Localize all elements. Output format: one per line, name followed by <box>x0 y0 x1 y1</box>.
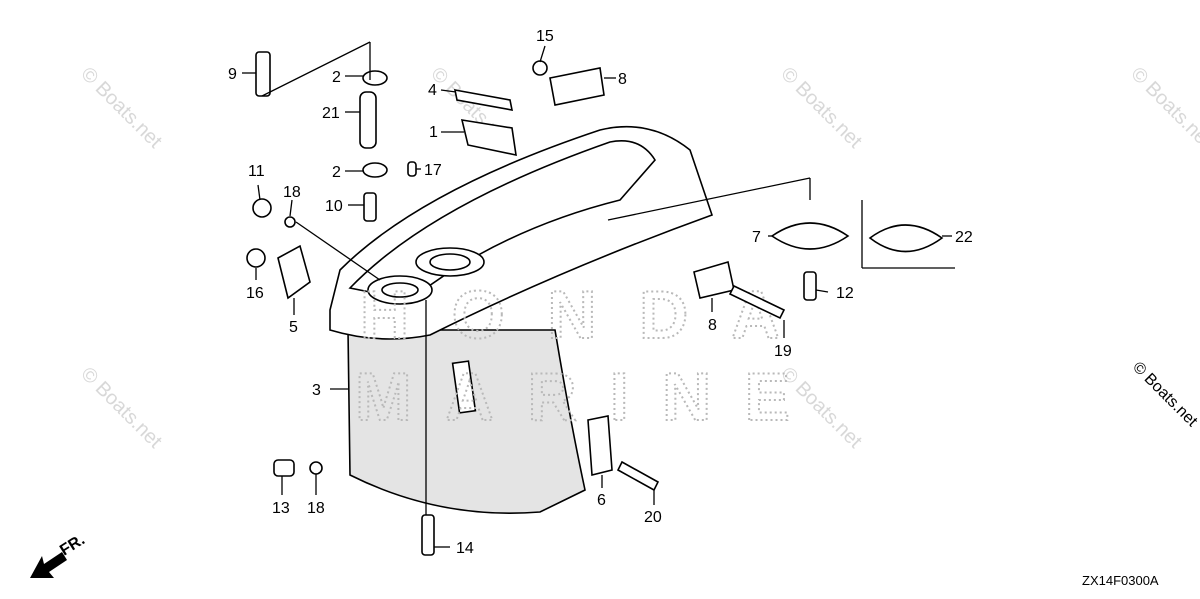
anode-disc <box>868 224 944 253</box>
callout-9: 9 <box>228 66 237 83</box>
long-bolt <box>728 284 786 320</box>
callout-labels: 1 2 2 3 4 5 6 7 8 8 9 10 11 12 13 14 15 … <box>228 28 973 557</box>
callout-19: 19 <box>774 343 792 360</box>
bolt-head <box>252 198 272 218</box>
callout-17: 17 <box>424 162 442 179</box>
callout-1: 1 <box>429 124 438 141</box>
nut <box>532 60 548 76</box>
callout-20: 20 <box>644 509 662 526</box>
callout-5: 5 <box>289 319 298 336</box>
stud-bolt <box>255 51 271 97</box>
callout-18: 18 <box>307 500 325 517</box>
callout-2: 2 <box>332 69 341 86</box>
callout-16: 16 <box>246 285 264 302</box>
gear-case <box>329 125 714 514</box>
arrow-icon <box>30 552 67 578</box>
clamp <box>362 70 388 86</box>
callout-18: 18 <box>283 184 301 201</box>
fitting <box>363 192 377 222</box>
watermark: © Boats.net <box>1126 63 1200 153</box>
front-direction-indicator: FR. <box>30 531 88 578</box>
drain-bolt <box>421 514 435 556</box>
callout-14: 14 <box>456 540 474 557</box>
watermark: © Boats.net <box>76 63 166 153</box>
leader-lines <box>242 41 955 548</box>
watermark-group: © Boats.net © Boats.net © Boats.net © Bo… <box>76 63 1200 453</box>
hose-tube <box>359 91 377 149</box>
callout-12: 12 <box>836 285 854 302</box>
washer <box>309 461 323 475</box>
screw <box>616 460 660 492</box>
anode-block <box>693 260 735 299</box>
callout-15: 15 <box>536 28 554 45</box>
callout-22: 22 <box>955 229 973 246</box>
callout-2: 2 <box>332 164 341 181</box>
callout-4: 4 <box>428 82 437 99</box>
washer <box>284 216 296 228</box>
callout-6: 6 <box>597 492 606 509</box>
watermark: © Boats.net <box>76 363 166 453</box>
watermark: © Boats.net <box>1129 359 1200 431</box>
plug <box>246 248 266 268</box>
callout-10: 10 <box>325 198 343 215</box>
callout-13: 13 <box>272 500 290 517</box>
parts <box>246 51 944 556</box>
clamp <box>362 162 388 178</box>
bolt <box>803 271 817 301</box>
rubber-strip <box>453 89 514 111</box>
diagram-code: ZX14F0300A <box>1082 573 1159 588</box>
callout-7: 7 <box>752 229 761 246</box>
pin <box>407 161 417 177</box>
water-screen <box>277 244 311 300</box>
seal-plate <box>460 119 517 157</box>
callout-21: 21 <box>322 105 340 122</box>
callout-3: 3 <box>312 382 321 399</box>
callout-8: 8 <box>618 71 627 88</box>
side-plate <box>587 415 613 477</box>
watermark: © Boats.net <box>776 63 866 153</box>
bolt <box>273 459 295 477</box>
callout-11: 11 <box>248 163 265 180</box>
anode-block <box>549 67 605 106</box>
trim-tab-disc <box>770 222 850 250</box>
callout-8: 8 <box>708 317 717 334</box>
